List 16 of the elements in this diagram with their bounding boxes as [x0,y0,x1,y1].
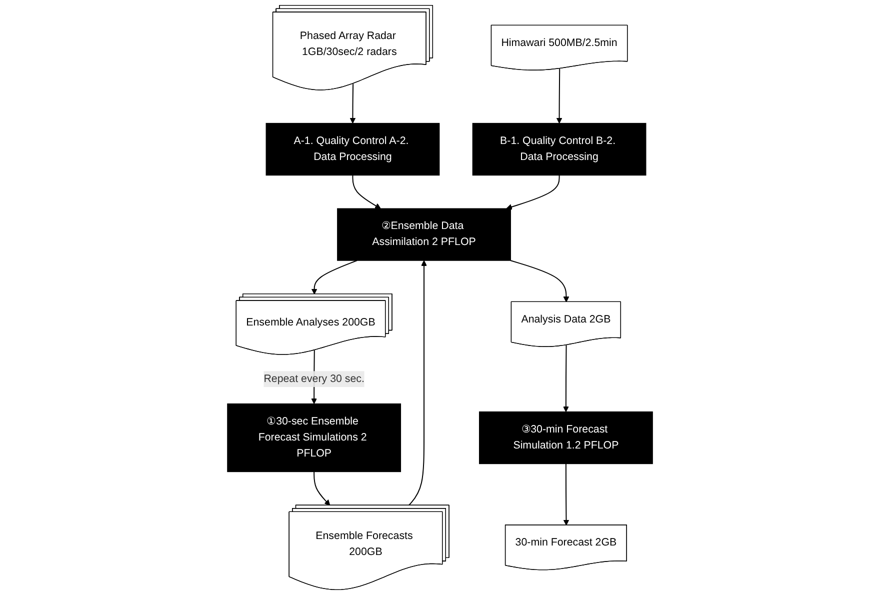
node-box: ③30-min Forecast Simulation 1.2 PFLOP [479,411,654,464]
node-box: B-1. Quality Control B-2. Data Processing [472,122,647,176]
arrow [556,68,563,124]
arrow [564,463,570,526]
arrow [506,174,560,210]
arrow [350,83,356,124]
arrow [312,260,358,294]
node-box: ①30-sec Ensemble Forecast Simulations 2 PFLOP [228,403,402,472]
arrow [510,260,570,302]
arrow [352,174,382,209]
arrow [408,260,428,506]
node-box: A-1. Quality Control A-2. Data Processing [266,122,440,176]
arrow [564,344,570,412]
node-box: ②Ensemble Data Assimilation 2 PFLOP [338,208,512,261]
edge-label: Repeat every 30 sec. [264,373,365,384]
arrow [314,471,331,506]
